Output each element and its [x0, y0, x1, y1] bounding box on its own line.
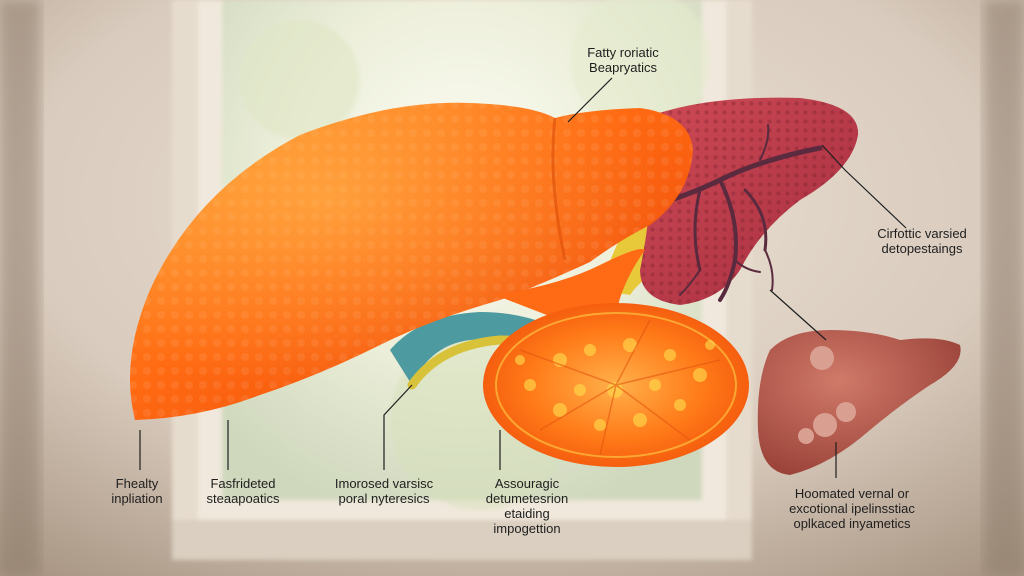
- fasfrideted-label-line1: Fasfrideted: [210, 476, 276, 491]
- small-liver: [757, 330, 961, 475]
- cirrhotic-label-line1: Cirfottic varsied: [877, 226, 967, 241]
- imorosed-label-line1: Imorosed varsisc: [334, 476, 434, 491]
- imorosed-label-line2: poral nyteresics: [338, 491, 430, 506]
- imorosed-label: Imorosed varsisc poral nyteresics: [318, 476, 450, 506]
- assouragic-label-line2: detumetesrion: [485, 491, 569, 506]
- assouragic-label-line4: impogettion: [493, 521, 561, 536]
- fasfrideted-label-line2: steaapoatics: [206, 491, 280, 506]
- fasfrideted-label: Fasfrideted steaapoatics: [188, 476, 298, 506]
- hoomated-label-line3: oplkaced inyametics: [793, 516, 911, 531]
- fatty-label-line2: Beapryatics: [589, 60, 657, 75]
- healthy-label-line1: Fhealty: [115, 476, 159, 491]
- leader-lines: [139, 77, 907, 478]
- cirrhotic-label-line2: detopestaings: [881, 241, 963, 256]
- assouragic-label: Assouragic detumetesrion etaiding impoge…: [462, 476, 592, 536]
- healthy-label: Fhealty inpliation: [92, 476, 182, 506]
- fatty-label-line1: Fatty roriatic: [587, 45, 659, 60]
- fatty-label: Fatty roriatic Beapryatics: [568, 45, 678, 75]
- healthy-label-line2: inpliation: [111, 491, 163, 506]
- assouragic-label-line1: Assouragic: [494, 476, 560, 491]
- assouragic-label-line3: etaiding: [504, 506, 550, 521]
- hoomated-label-line2: excotional ipelinsstiac: [789, 501, 915, 516]
- liver-cross-section: [483, 303, 749, 467]
- hoomated-label: Hoomated vernal or excotional ipelinssti…: [772, 486, 932, 531]
- cirrhotic-label: Cirfottic varsied detopestaings: [862, 226, 982, 256]
- hoomated-label-line1: Hoomated vernal or: [794, 486, 910, 501]
- orange-liver: [130, 102, 693, 420]
